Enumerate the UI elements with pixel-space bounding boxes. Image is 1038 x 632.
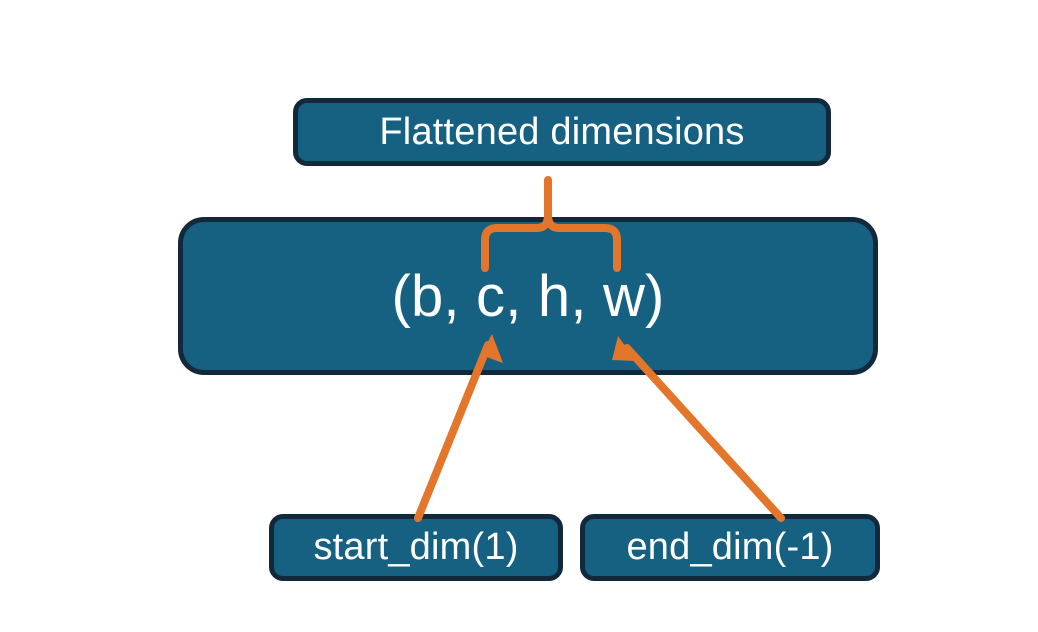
node-end-dim[interactable]: end_dim(-1)	[580, 514, 880, 581]
node-tensor-shape[interactable]: (b, c, h, w)	[178, 217, 878, 375]
node-tensor-shape-label: (b, c, h, w)	[391, 263, 665, 329]
node-flattened-dimensions[interactable]: Flattened dimensions	[293, 98, 831, 166]
node-start-dim-label: start_dim(1)	[313, 526, 519, 568]
node-start-dim[interactable]: start_dim(1)	[269, 514, 563, 581]
node-end-dim-label: end_dim(-1)	[626, 526, 834, 568]
node-flattened-dimensions-label: Flattened dimensions	[379, 110, 745, 153]
